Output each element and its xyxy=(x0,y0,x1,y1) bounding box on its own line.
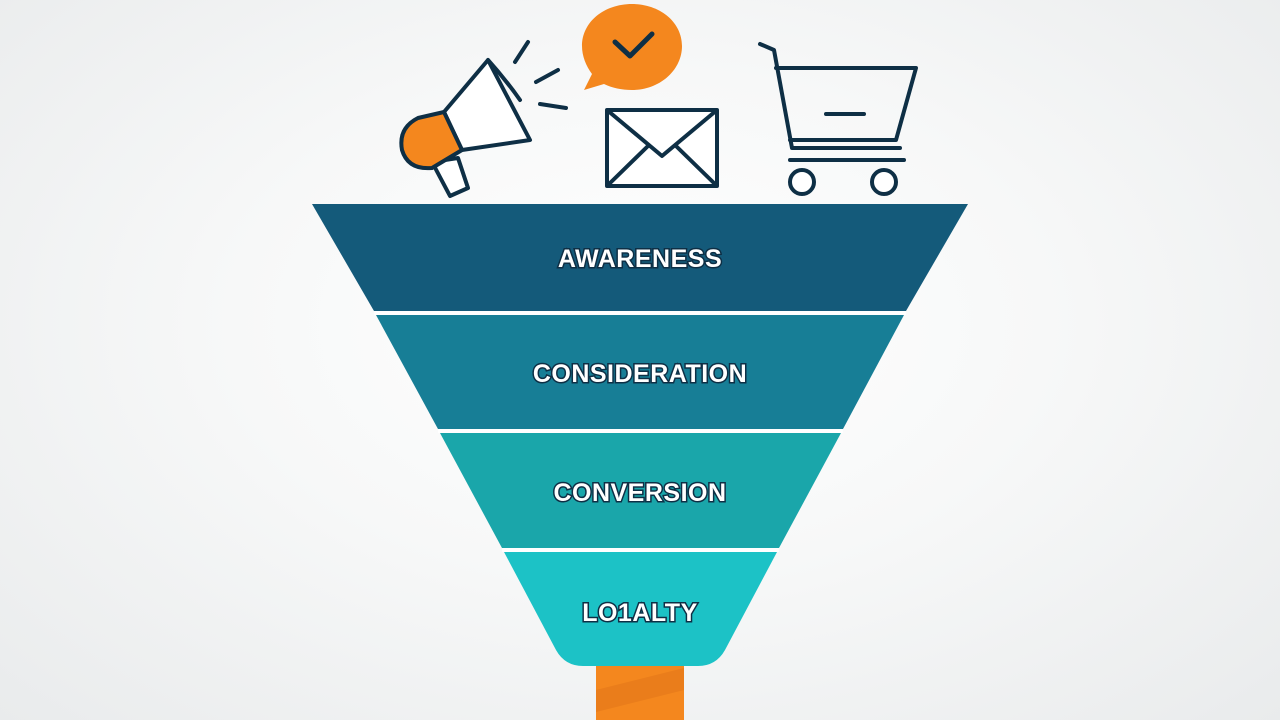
stage-label-awareness: AWARENESS xyxy=(558,245,722,273)
funnel-stage-loyalty: LO1ALTY xyxy=(504,552,777,666)
chat-check-icon xyxy=(582,4,682,90)
funnel-stage-awareness: AWARENESS xyxy=(312,204,968,311)
stage-label-conversion: CONVERSION xyxy=(553,479,726,507)
funnel-stage-conversion: CONVERSION xyxy=(440,433,841,548)
envelope-icon xyxy=(605,108,719,188)
stage-label-loyalty: LO1ALTY xyxy=(582,599,698,627)
shopping-cart-icon xyxy=(758,42,918,196)
stage-label-consideration: CONSIDERATION xyxy=(533,360,747,388)
funnel-stage-consideration: CONSIDERATION xyxy=(376,315,904,429)
megaphone-icon xyxy=(399,40,568,198)
